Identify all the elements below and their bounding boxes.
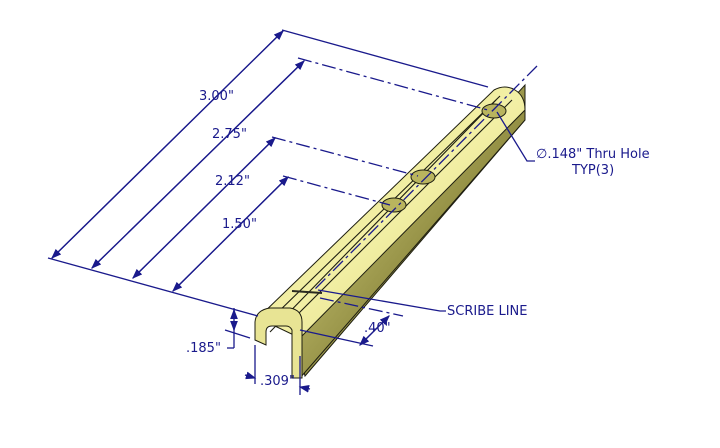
hole-callout-line1: ∅.148" Thru Hole — [536, 147, 650, 162]
scribe-line-leader — [317, 289, 446, 312]
dim-label-1-50: 1.50" — [222, 217, 257, 232]
dim-label-2-75: 2.75" — [212, 127, 247, 142]
dim-label-0-309: .309" — [260, 374, 295, 389]
scribe-line-label: SCRIBE LINE — [447, 304, 528, 319]
thru-hole-1 — [381, 197, 407, 213]
dim-1-50 — [172, 175, 391, 292]
hole-callout-line2: TYP(3) — [572, 163, 615, 178]
dim-2-12 — [132, 136, 419, 279]
part-centerline — [313, 65, 538, 291]
dim-0-309 — [244, 345, 311, 395]
hole-callout-leader — [496, 111, 535, 162]
dim-2-75 — [91, 57, 489, 269]
dim-label-0-40: .40" — [364, 321, 391, 336]
dim-label-3-00: 3.00" — [199, 89, 234, 104]
dim-label-2-12: 2.12" — [215, 174, 250, 189]
dim-0-185 — [224, 308, 251, 349]
dim-3-00 — [47, 29, 489, 317]
dim-0-40 — [299, 297, 404, 347]
thru-hole-2 — [410, 169, 436, 185]
dim-label-0-185: .185" — [186, 341, 221, 356]
thru-hole-3 — [481, 103, 507, 119]
